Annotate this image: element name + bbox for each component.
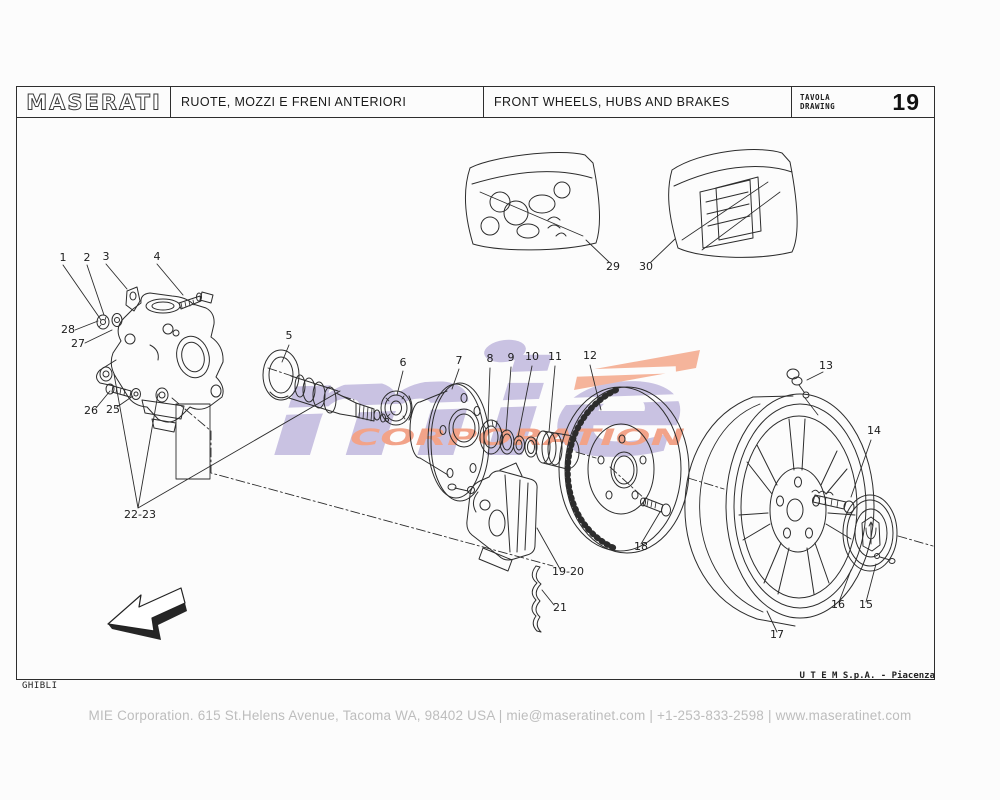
callout-22-23: 22-23 [124,508,156,521]
parts-bag-29 [464,152,601,251]
callout-8: 8 [487,352,494,365]
disc-bolt [640,497,671,517]
bearing-cone-washers-cap [479,419,580,470]
callout-15: 15 [859,598,873,611]
callout-5: 5 [286,329,293,342]
callout-6: 6 [400,356,407,369]
callout-18: 18 [634,540,648,553]
centerlines [171,367,934,567]
wheel-bolt [811,489,855,514]
callout-11: 11 [548,350,562,363]
leader-lines [62,238,877,633]
callout-16: 16 [831,598,845,611]
callout-25: 25 [106,403,120,416]
footer-contact-line: MIE Corporation. 615 St.Helens Avenue, T… [88,708,912,723]
watermark-stripe [252,393,686,416]
watermark-corporation-text: CORPORATION [350,426,685,451]
tavola-labels: TAVOLA DRAWING [792,93,835,112]
drawing-label: DRAWING [800,102,836,111]
callout-26: 26 [84,404,98,417]
brake-caliper [447,462,538,572]
mie-watermark: mie CORPORATION [251,333,700,487]
direction-arrow [107,587,187,640]
tavola-label: TAVOLA [800,92,831,102]
callout-19-20: 19-20 [552,565,584,578]
callout-9: 9 [508,351,515,364]
knuckle-fasteners [96,286,214,400]
drawing-frame: MASERATI RUOTE, MOZZI E FRENI ANTERIORI … [16,86,935,680]
valve-stem [786,368,819,416]
manufacturer-credit: U T E M S.p.A. - Piacenza [799,671,935,681]
drawing-number: 19 [892,88,920,115]
steering-knuckle [96,292,224,480]
callout-1: 1 [60,251,67,264]
callout-10: 10 [525,350,539,363]
callout-7: 7 [456,354,463,367]
parts-bag-30 [668,149,798,258]
page-header: MASERATI RUOTE, MOZZI E FRENI ANTERIORI … [17,87,934,118]
callout-27: 27 [71,337,85,350]
maserati-logo: MASERATI [25,90,162,115]
watermark-i-dot [484,339,526,363]
callout-17: 17 [770,628,784,641]
pad-spring-clip [531,565,542,633]
callout-30: 30 [639,260,653,273]
callout-3: 3 [103,250,110,263]
model-name: GHIBLI [22,681,58,691]
callout-28: 28 [61,323,75,336]
brake-disc [558,386,690,554]
callout-21: 21 [553,601,567,614]
maserati-logo-box: MASERATI [17,87,171,117]
callout-14: 14 [867,424,881,437]
wheel-bearing [380,390,413,426]
tavola-box: TAVOLA DRAWING 19 [792,87,934,117]
callout-13: 13 [819,359,833,372]
callout-29: 29 [606,260,620,273]
watermark-stripe [251,366,676,388]
callout-2: 2 [84,251,91,264]
road-wheel [684,393,875,627]
callout-12: 12 [583,349,597,362]
maserati-logo-text: MASERATI [26,90,162,114]
hub-cap [842,494,898,572]
title-english: FRONT WHEELS, HUBS AND BRAKES [484,87,792,117]
title-italian: RUOTE, MOZZI E FRENI ANTERIORI [171,87,484,117]
callout-4: 4 [154,250,161,263]
